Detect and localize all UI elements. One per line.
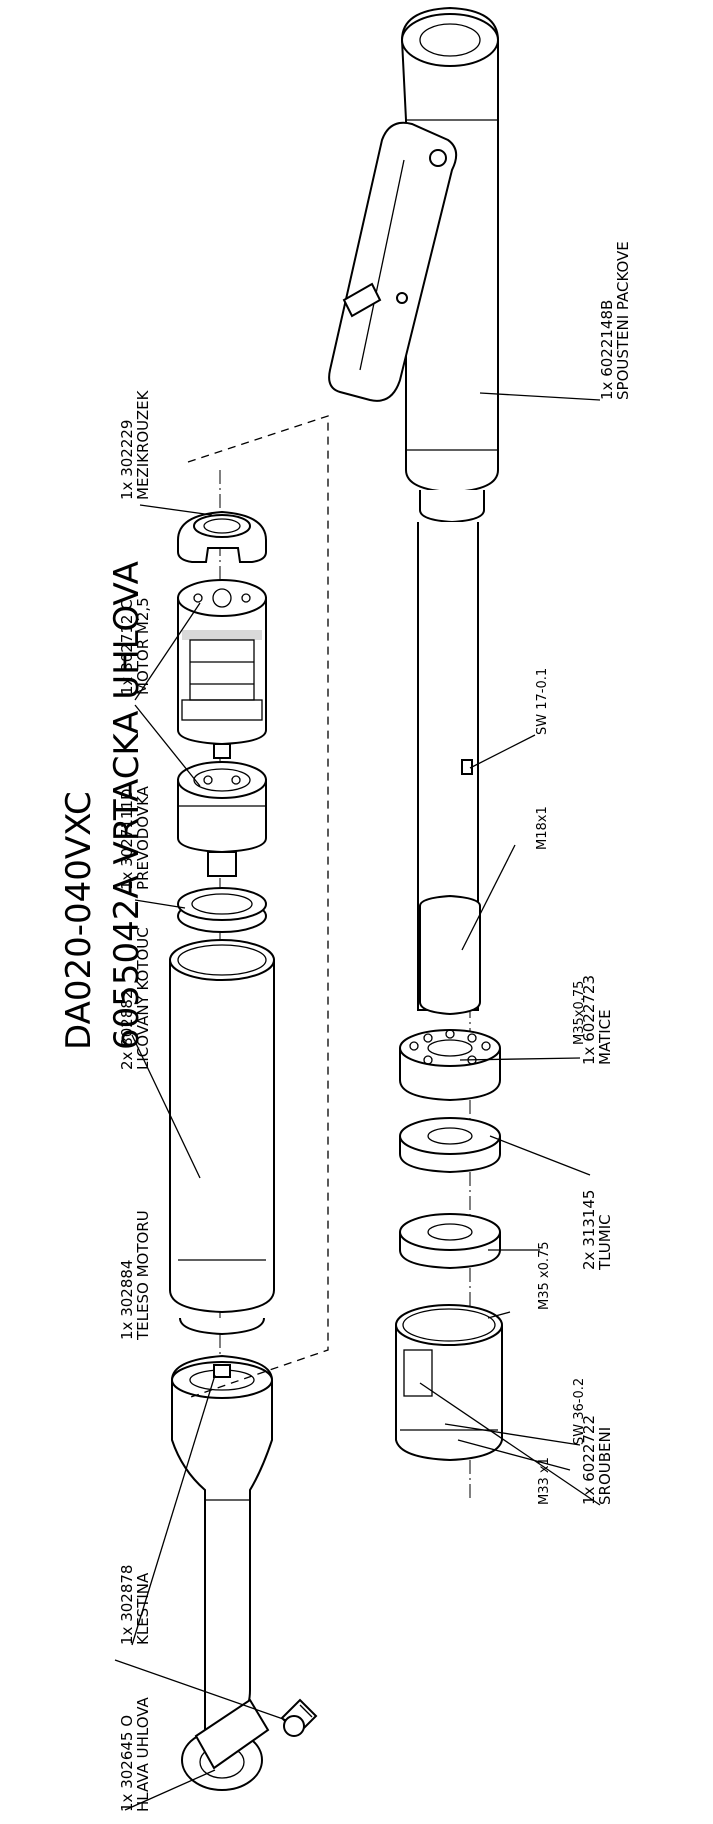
dim-sw17: SW 17-0.1 xyxy=(535,668,550,735)
label-nut-name: MATICE xyxy=(596,1009,614,1065)
dim-m18: M18x1 xyxy=(535,806,550,850)
gearbox-part xyxy=(177,761,267,877)
svg-text:SW 17-0.1: SW 17-0.1 xyxy=(535,668,550,735)
spacer-ring-part xyxy=(177,510,267,563)
label-motor: 1x 302712 C MOTOR M2,5 xyxy=(118,597,152,695)
svg-text:M35x0.75: M35x0.75 xyxy=(572,981,587,1045)
label-head-name: HLAVA UHLOVA xyxy=(134,1696,152,1812)
muffler-part-2 xyxy=(399,1213,501,1270)
label-muffler: 2x 313145 TLUMIC xyxy=(580,1190,614,1271)
label-head: 1x 302645 O HLAVA UHLOVA xyxy=(118,1696,152,1812)
label-lever-start-code: 1x 6022148B xyxy=(598,300,616,400)
motor-part xyxy=(177,579,267,759)
svg-text:SW 36-0.2: SW 36-0.2 xyxy=(572,1378,587,1445)
dim-sw36: SW 36-0.2 xyxy=(572,1378,587,1445)
label-screw-joint: 1x 6022722 SROUBENI xyxy=(580,1415,614,1505)
label-motor-body: 1x 302884 TELESO MOTORU xyxy=(118,1210,152,1341)
label-collet-code: 1x 302878 xyxy=(118,1565,136,1645)
title-line-2: 6055042A VRTACKA UHLOVA xyxy=(107,561,147,1050)
label-fitted-disc: 2x 802882 LICOVANY KOTOUC xyxy=(118,927,152,1070)
svg-text:M35 x0.75: M35 x0.75 xyxy=(537,1241,552,1310)
label-lever-start-name: SPOUSTENI PACKOVE xyxy=(614,241,632,400)
nut-part xyxy=(399,1029,501,1102)
label-fitted-disc-code: 2x 802882 xyxy=(118,990,136,1070)
drawing-title: DA020-040VXC 6055042A VRTACKA UHLOVA xyxy=(59,561,147,1050)
label-gearbox-name: PREVODOVKA xyxy=(134,785,152,890)
assembly-boundary-dashed xyxy=(187,415,329,1399)
tube-part xyxy=(417,522,481,1016)
label-gearbox: 1x 3027111D PREVODOVKA xyxy=(118,785,152,890)
collet-part xyxy=(280,1698,318,1737)
angle-head-part xyxy=(171,1354,273,1791)
label-motor-name: MOTOR M2,5 xyxy=(134,597,152,695)
label-muffler-code: 2x 313145 xyxy=(580,1190,598,1270)
label-muffler-name: TLUMIC xyxy=(596,1214,614,1271)
title-line-1: DA020-040VXC xyxy=(59,791,99,1050)
motor-body-part xyxy=(169,939,275,1336)
leader-lines xyxy=(114,392,601,1811)
label-gearbox-code: 1x 3027111D xyxy=(118,788,136,890)
label-spacer-ring-name: MEZIKROUZEK xyxy=(134,389,152,500)
svg-text:M33 x1: M33 x1 xyxy=(537,1457,552,1505)
label-fitted-disc-name: LICOVANY KOTOUC xyxy=(134,927,152,1070)
dim-m33: M33 x1 xyxy=(537,1457,552,1505)
muffler-part-1 xyxy=(399,1117,501,1174)
label-screw-joint-code: 1x 6022722 xyxy=(580,1415,598,1505)
label-motor-code: 1x 302712 C xyxy=(118,599,136,695)
screw-joint-part xyxy=(395,1304,503,1462)
label-nut-code: 1x 6022723 xyxy=(580,975,598,1065)
label-lever-start: 1x 6022148B SPOUSTENI PACKOVE xyxy=(598,241,632,400)
label-collet-name: KLESTINA xyxy=(134,1572,152,1645)
dim-m35: M35 x0.75 xyxy=(537,1241,552,1310)
label-screw-joint-name: SROUBENI xyxy=(596,1427,614,1505)
label-head-code: 1x 302645 O xyxy=(118,1715,136,1812)
fitted-disc-part xyxy=(177,887,267,933)
lever-start-part xyxy=(328,6,499,524)
label-motor-body-name: TELESO MOTORU xyxy=(134,1210,152,1341)
label-spacer-ring: 1x 302229 MEZIKROUZEK xyxy=(118,389,152,500)
label-motor-body-code: 1x 302884 xyxy=(118,1260,136,1340)
dim-m35-nut: M35x0.75 xyxy=(572,981,587,1045)
label-collet: 1x 302878 KLESTINA xyxy=(118,1565,152,1645)
label-spacer-ring-code: 1x 302229 xyxy=(118,420,136,500)
svg-text:M18x1: M18x1 xyxy=(535,806,550,850)
label-nut: 1x 6022723 MATICE xyxy=(580,975,614,1065)
